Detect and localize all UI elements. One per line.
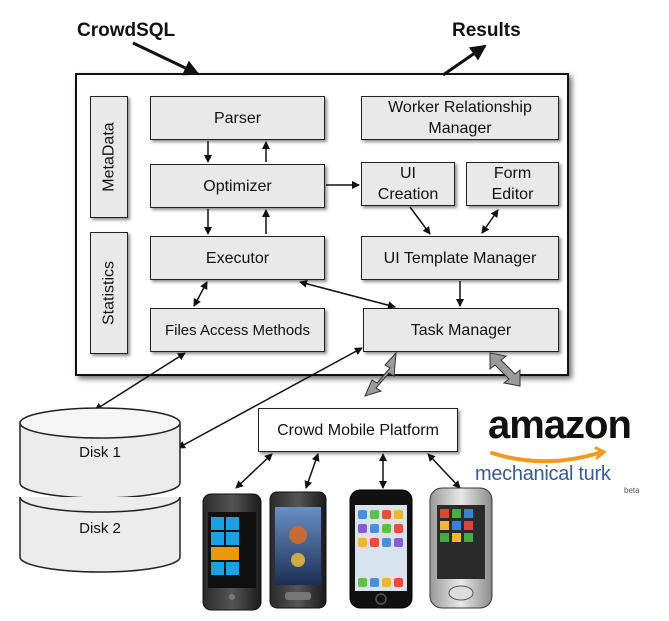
form-editor-template-arrow [481, 209, 499, 234]
executor-box: Executor [150, 236, 325, 280]
parser-box: Parser [150, 96, 325, 140]
disk-2-icon [19, 496, 181, 573]
statistics-box: Statistics [90, 232, 128, 354]
ui-creation-label: UI Creation [377, 165, 439, 203]
executor-files-access-arrow [193, 281, 208, 307]
files-access-disk-arrow [94, 352, 186, 411]
optimizer-label: Optimizer [203, 177, 272, 195]
amazon-logo-word: amazon [488, 403, 632, 447]
amazon-smile-icon [490, 450, 604, 464]
task-manager-box: Task Manager [363, 308, 559, 352]
results-output-arrow [442, 44, 487, 77]
ui-creation-box: UI Creation [361, 162, 455, 206]
task-manager-amazon-block-arrow [489, 352, 521, 387]
results-label: Results [452, 20, 521, 41]
samsung-android-phone-icon [429, 487, 493, 609]
mechanical-turk-label: mechanical turk [475, 463, 611, 485]
task-manager-mobile-block-arrow [364, 351, 397, 397]
beta-label: beta [624, 486, 640, 495]
disk-1-label: Disk 1 [79, 444, 121, 461]
mobile-phone2-arrow [304, 453, 320, 489]
crowdsql-label: CrowdSQL [77, 20, 176, 41]
form-editor-box: Form Editor [466, 162, 559, 206]
form-editor-label: Form Editor [491, 165, 534, 203]
task-manager-label: Task Manager [410, 321, 512, 339]
mobile-phone4-arrow [427, 453, 461, 489]
iphone-icon [349, 489, 413, 609]
metadata-box: MetaData [90, 96, 128, 218]
amazon-smile-arrowhead-icon [594, 446, 607, 460]
ui-creation-to-template-arrow [409, 206, 431, 235]
ui-template-manager-label: UI Template Manager [383, 249, 537, 267]
disk-2-label: Disk 2 [79, 520, 121, 537]
parser-label: Parser [213, 109, 262, 127]
mobile-phone1-arrow [235, 453, 273, 489]
worker-relationship-manager-box: Worker Relationship Manager [361, 96, 559, 140]
files-access-methods-box: Files Access Methods [150, 308, 325, 352]
crowdsql-input-arrow [132, 41, 200, 76]
executor-label: Executor [205, 249, 270, 267]
samsung-phone-icon [269, 491, 327, 609]
ui-template-manager-box: UI Template Manager [361, 236, 559, 280]
task-manager-disk-arrow [177, 347, 363, 449]
disk-1-icon [19, 407, 181, 499]
executor-task-manager-arrow [299, 279, 396, 310]
windows-phone-icon [202, 493, 262, 611]
optimizer-box: Optimizer [150, 164, 325, 208]
worker-relationship-manager-label: Worker Relationship Manager [388, 99, 532, 137]
files-access-methods-label: Files Access Methods [164, 321, 311, 339]
